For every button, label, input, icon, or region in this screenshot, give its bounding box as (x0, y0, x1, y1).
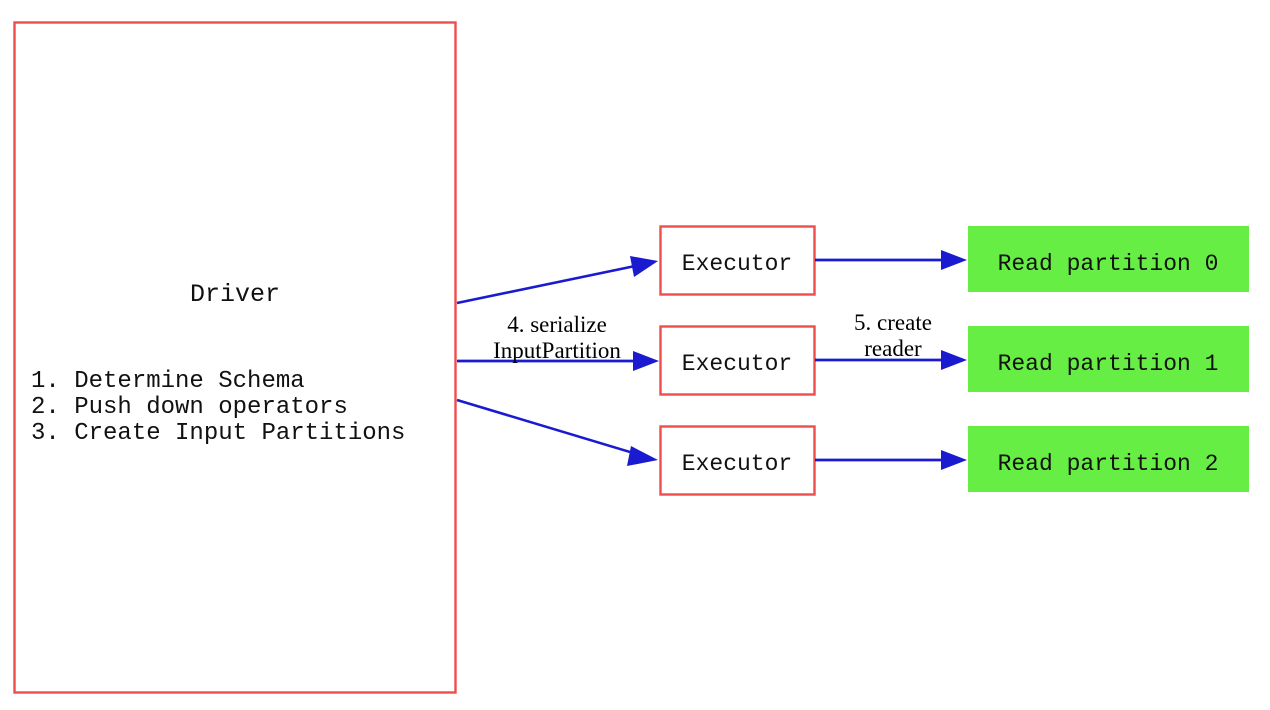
partition-node-2: Read partition 1 (968, 326, 1249, 392)
partition-label-2: Read partition 1 (998, 351, 1219, 377)
driver-step-2: 2. Push down operators (31, 394, 348, 421)
edge-label-create-reader-line2: reader (864, 336, 922, 361)
arrow-head-executor-partition-1 (941, 250, 967, 270)
partition-box-2 (968, 326, 1249, 392)
executor-label-2: Executor (682, 351, 792, 377)
arrow-head-driver-executor-1 (630, 256, 658, 277)
executor-box-1 (659, 225, 816, 296)
arrow-head-executor-partition-2 (941, 350, 967, 370)
driver-node: Driver 1. Determine Schema 2. Push down … (13, 21, 457, 694)
connector-driver-executor-3 (456, 398, 641, 457)
driver-to-executor-connectors (456, 256, 659, 466)
executor-label-3: Executor (682, 451, 792, 477)
arrow-head-driver-executor-3 (627, 446, 658, 466)
executor-node-3: Executor (659, 425, 816, 496)
executor-node-1: Executor (659, 225, 816, 296)
edge-label-serialize-line1: 4. serialize (507, 312, 607, 337)
connector-driver-executor-1 (456, 263, 641, 305)
driver-title: Driver (190, 280, 280, 309)
executor-box-3 (659, 425, 816, 496)
edge-label-serialize: 4. serialize InputPartition (493, 312, 621, 363)
edge-label-create-reader: 5. create reader (854, 310, 932, 361)
executor-label-1: Executor (682, 251, 792, 277)
executor-box-2 (659, 325, 816, 396)
edge-label-create-reader-line1: 5. create (854, 310, 932, 335)
partition-box-1 (968, 226, 1249, 292)
executor-node-2: Executor (659, 325, 816, 396)
partition-node-1: Read partition 0 (968, 226, 1249, 292)
edge-label-serialize-line2: InputPartition (493, 338, 621, 363)
driver-step-3: 3. Create Input Partitions (31, 420, 405, 447)
executor-to-partition-connectors (815, 250, 967, 470)
driver-box (13, 21, 457, 694)
arrow-head-driver-executor-2 (633, 351, 659, 371)
partition-label-1: Read partition 0 (998, 251, 1219, 277)
partition-box-3 (968, 426, 1249, 492)
driver-step-1: 1. Determine Schema (31, 368, 305, 395)
partition-node-3: Read partition 2 (968, 426, 1249, 492)
arrow-head-executor-partition-3 (941, 450, 967, 470)
partition-label-3: Read partition 2 (998, 451, 1219, 477)
